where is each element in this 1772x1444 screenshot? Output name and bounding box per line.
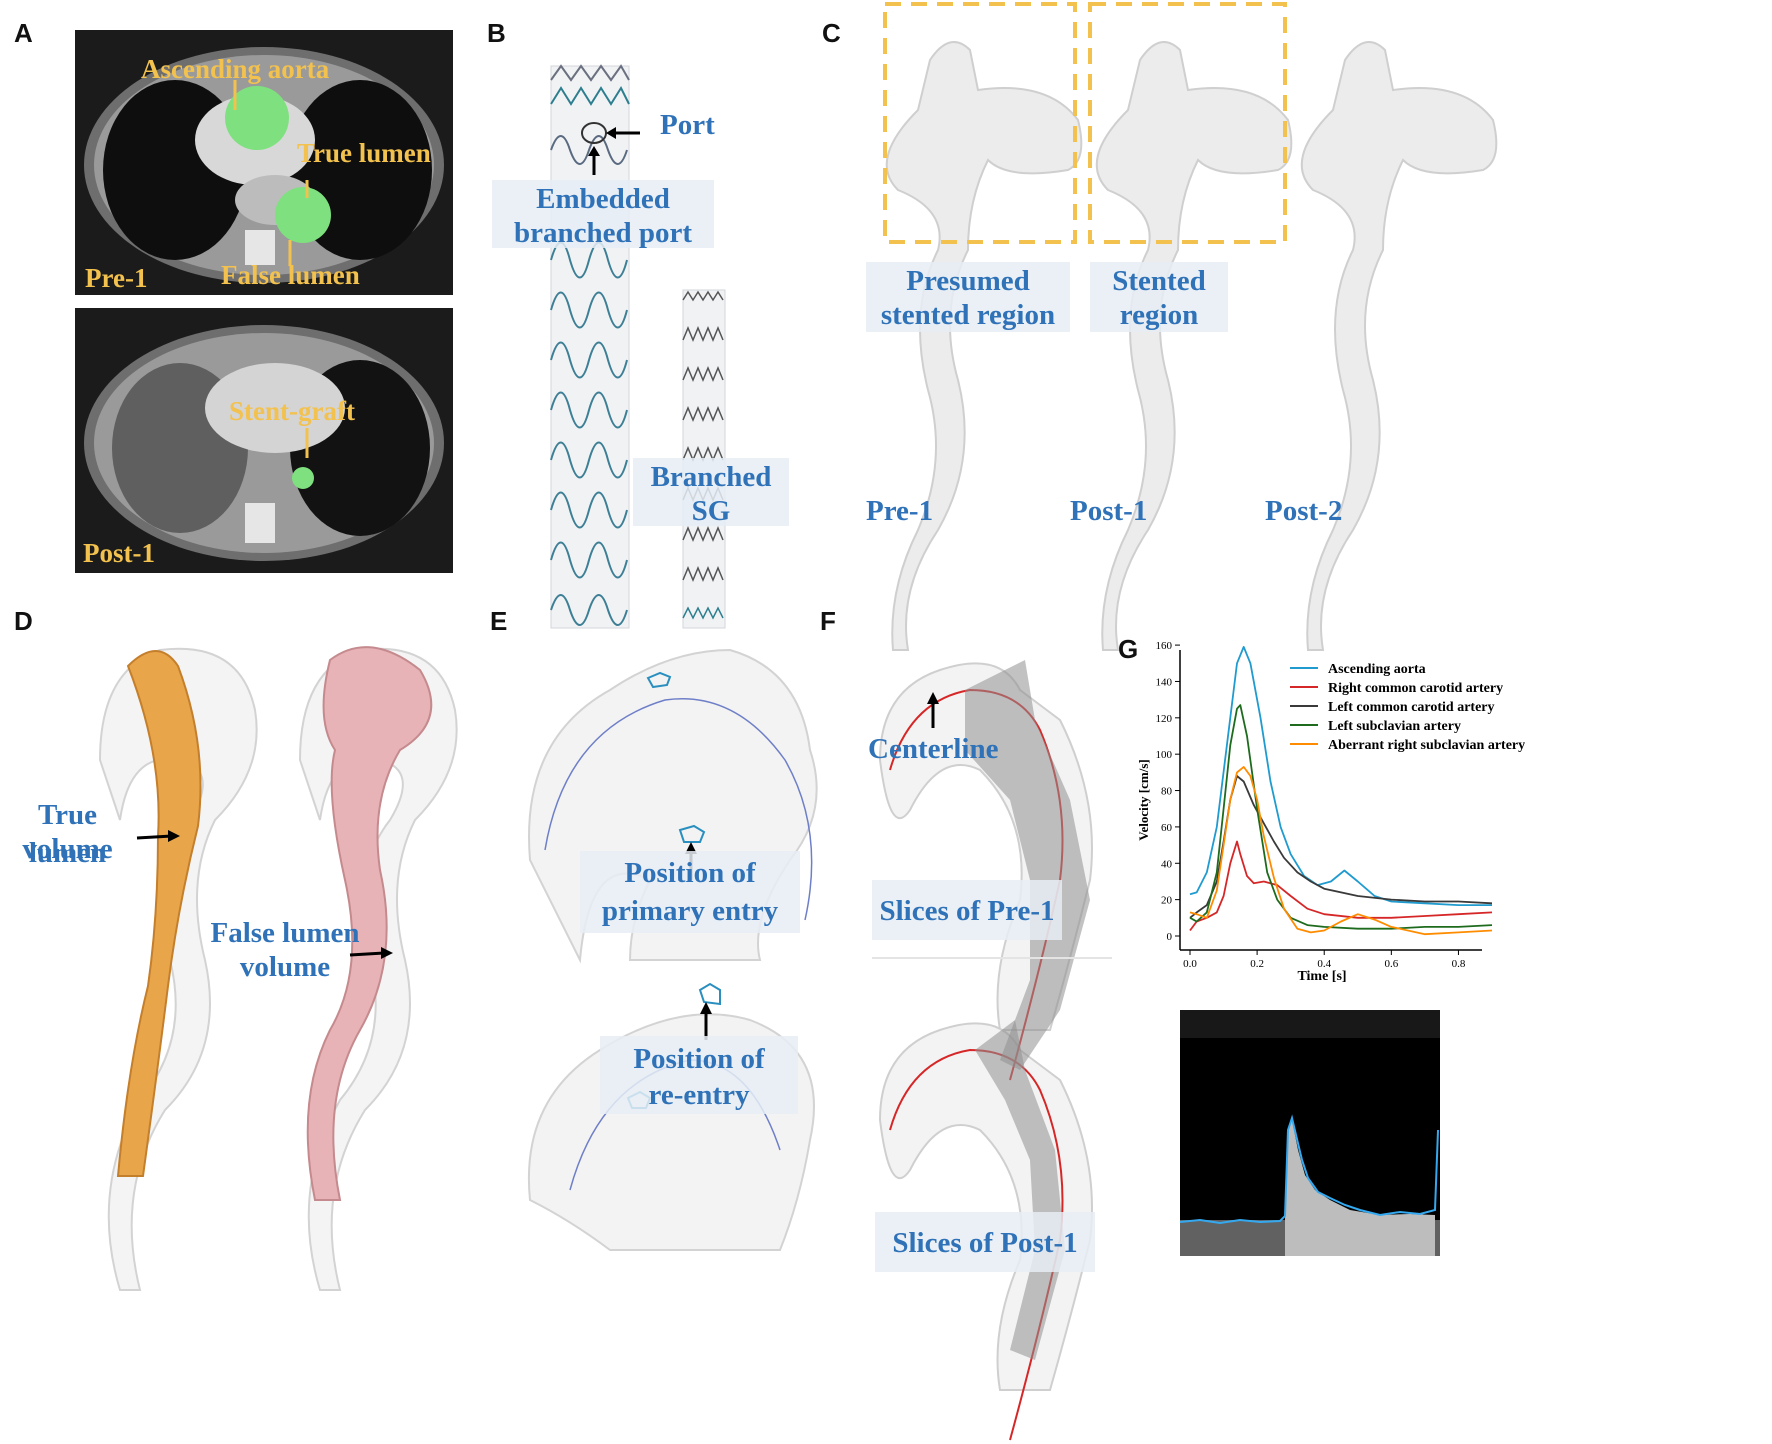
label-reentry-line1: Position of (633, 1043, 765, 1075)
series-line-2 (1189, 775, 1493, 919)
ct-scan-post-image (84, 325, 444, 561)
ct-scan-pre-image (84, 47, 444, 283)
x-tick-label: 0.4 (1317, 958, 1331, 970)
ct-scan-pre: Ascending aorta True lumen False lumen P… (75, 30, 453, 295)
label-embedded-line1: Embedded (536, 183, 670, 215)
y-axis-title: Velocity [cm/s] (1136, 759, 1151, 840)
label-centerline: Centerline (868, 733, 999, 765)
label-true-lumen: True lumen (297, 138, 431, 168)
panel-label-d: D (14, 606, 33, 636)
label-primary-line1: Position of (624, 857, 756, 889)
legend-label: Aberrant right subclavian artery (1328, 738, 1525, 753)
ct-scan-post: Stent-graft Post-1 (75, 308, 453, 573)
slices-post-label-box (875, 1212, 1095, 1272)
label-post-1-ct: Post-1 (83, 538, 155, 568)
y-tick-label: 80 (1161, 786, 1173, 798)
stented-label-box (1090, 262, 1228, 332)
y-tick-label: 140 (1156, 676, 1173, 688)
y-tick-label: 40 (1161, 858, 1173, 870)
label-slices-pre: Slices of Pre-1 (879, 895, 1055, 927)
label-port: Port (660, 109, 715, 141)
y-tick-label: 20 (1161, 895, 1173, 907)
x-tick-label: 0.0 (1183, 958, 1197, 970)
label-presumed-line2: stented region (880, 299, 1056, 331)
reentry-label-box (600, 1036, 798, 1114)
panel-label-b: B (487, 18, 506, 48)
y-tick-label: 160 (1156, 640, 1173, 652)
label-pre-1-ct: Pre-1 (85, 263, 148, 293)
doppler-header-band (1180, 1010, 1440, 1038)
y-tick-label: 60 (1161, 822, 1173, 834)
label-true-lumen-line1: True lumen (28, 799, 107, 869)
x-tick-label: 0.6 (1384, 958, 1398, 970)
legend-label: Ascending aorta (1328, 662, 1426, 677)
label-stented-line1: Stented (1112, 265, 1206, 297)
x-tick-label: 0.8 (1452, 958, 1466, 970)
label-stent-graft: Stent-graft (229, 396, 355, 426)
presumed-label-box (866, 262, 1070, 332)
x-axis-title: Time [s] (1297, 969, 1346, 984)
panel-label-f: F (820, 606, 836, 636)
branched-sg-label-box (633, 458, 789, 526)
doppler-spectrum-image (1180, 1010, 1440, 1256)
legend-label: Left common carotid artery (1328, 700, 1495, 715)
panel-label-g: G (1118, 634, 1139, 664)
label-ascending-aorta: Ascending aorta (141, 54, 330, 84)
legend-label: Left subclavian artery (1328, 719, 1461, 734)
x-tick-label: 0.2 (1250, 958, 1264, 970)
label-true-lumen-line2: volume (22, 833, 113, 865)
label-embedded-line2: branched port (513, 217, 693, 249)
label-slices-post: Slices of Post-1 (892, 1227, 1078, 1259)
label-pre-1: Pre-1 (866, 495, 934, 527)
y-tick-label: 120 (1156, 713, 1173, 725)
label-primary-line2: primary entry (601, 895, 779, 927)
label-false-lumen: False lumen (221, 260, 360, 290)
series-line-3 (1189, 704, 1493, 930)
primary-entry-label-box (580, 851, 800, 933)
panel-label-e: E (490, 606, 508, 636)
label-presumed-line1: Presumed (906, 265, 1030, 297)
label-reentry-line2: re-entry (648, 1079, 750, 1111)
label-false-lumen-line2: volume (239, 951, 331, 983)
label-post-1: Post-1 (1070, 495, 1148, 527)
label-branched-line1: Branched (650, 461, 772, 493)
label-false-lumen-line1: False lumen (210, 917, 360, 949)
doppler-waveform (1180, 1114, 1440, 1256)
label-post-2: Post-2 (1265, 495, 1343, 527)
legend-label: Right common carotid artery (1328, 681, 1503, 696)
series-line-1 (1189, 840, 1493, 932)
panel-label-c: C (822, 18, 841, 48)
series-line-4 (1189, 766, 1493, 936)
y-tick-label: 0 (1167, 931, 1173, 943)
label-stented-line2: region (1119, 299, 1199, 331)
slices-pre-label-box (872, 880, 1062, 940)
y-tick-label: 100 (1156, 749, 1173, 761)
panel-label-a: A (14, 18, 33, 48)
label-branched-line2: SG (691, 495, 731, 527)
embedded-port-label-box (492, 180, 714, 248)
